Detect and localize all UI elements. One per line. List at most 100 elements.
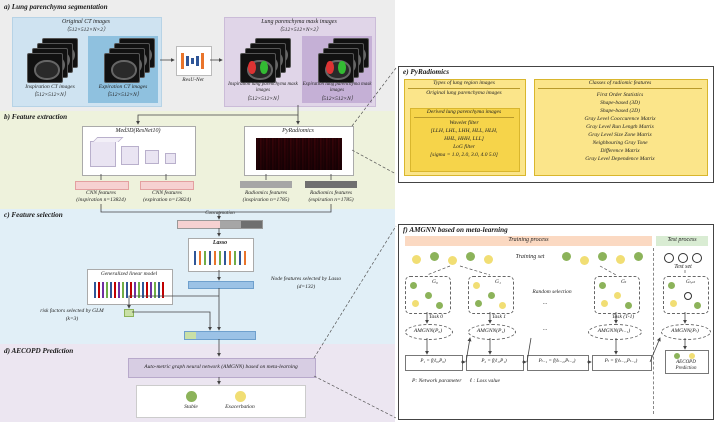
task0-label: Task 0	[429, 314, 444, 320]
mask-images-title: Lung parenchyma mask images	[261, 19, 337, 25]
amgnn-label: Auto-metric graph neural network (AMGNN)…	[144, 364, 298, 370]
param-p1: P₁ = f(ℓ₀,P₀)	[420, 359, 446, 364]
random-selection-label: Random selection	[532, 289, 572, 295]
section-title-f: f) AMGNN based on meta-learning	[403, 226, 508, 234]
risk-factor-bar	[124, 309, 134, 317]
derived-divider	[414, 117, 514, 118]
inspiration-ct-dim: （512×512×N）	[30, 92, 70, 98]
gt-label: Gₜ	[621, 279, 627, 285]
feature-classes-box	[534, 79, 708, 176]
aecopd-label: AECOPD	[676, 360, 696, 365]
inspiration-mask-dim: （512×512×N）	[243, 96, 283, 102]
resunet-label: ResU-Net	[182, 77, 204, 83]
risk-factors-label: risk factors selected by GLM	[40, 308, 104, 314]
inspiration-ct-label: Inspiration CT images	[25, 84, 75, 90]
amgnn-box	[128, 358, 316, 378]
amgnn-ptest-label: AMGNN(Pₜ)	[671, 328, 699, 334]
amgnn-p1-label: AMGNN(P₁)	[476, 328, 506, 334]
aecopd-stable-node	[674, 353, 680, 359]
training-process-bar	[405, 236, 652, 246]
feature-class-item: Neighbouring Gray Tone	[592, 140, 648, 146]
lasso-bars	[194, 251, 246, 265]
cnn-insp-label: CNN features	[86, 190, 116, 196]
amgnn-step-test	[661, 324, 711, 340]
g0-label: G₀	[432, 279, 438, 285]
gtest-label: Gₜₑₛₜ	[686, 280, 696, 285]
expiration-mask-dim: （512×512×N）	[317, 96, 357, 102]
select-section-bg	[0, 209, 395, 344]
param-pT1: Pₜ₋₁ = f(ℓₜ₋₂,Pₜ₋₂)	[538, 359, 576, 364]
radiomics-heatmap	[256, 138, 342, 170]
feature-class-item: Shape-based (2D)	[600, 108, 640, 114]
g1-label: G₁	[495, 279, 501, 285]
amgnn-step-0	[405, 324, 453, 340]
param-box-T	[592, 355, 652, 371]
rad-exp-bar	[305, 181, 357, 188]
concatenation-label: Concatenation	[205, 211, 235, 216]
cnn-exp-bar	[140, 181, 194, 190]
param-pT: Pₜ = f(ℓₜ₋₁,Pₜ₋₁)	[604, 359, 638, 364]
stable-node	[186, 391, 197, 402]
feature-class-item: Gray Level Run Length Matrix	[586, 124, 654, 130]
image-types-title: Types of lung region images	[433, 80, 495, 86]
expiration-ct-label: Expiration CT images	[98, 84, 148, 90]
cnn-exp-count: (expiration n=13824)	[143, 197, 191, 203]
amgnn-legend: P: Network parameter ℓ : Loss value	[412, 378, 500, 384]
amgnn-pT-label: AMGNN(Pₜ₋₁)	[597, 328, 631, 334]
image-types-divider	[408, 88, 520, 89]
section-title-d: d) AECOPD Prediction	[4, 347, 74, 355]
graph-g0	[405, 276, 451, 314]
aecopd-exacerbation-node	[689, 353, 695, 359]
derived-images-label: Derived lung parenchyma images	[426, 109, 502, 115]
mask-images-dim: （512×512×N×2）	[276, 27, 322, 33]
feature-class-item: Shape-based (3D)	[600, 100, 640, 106]
wavelet-list-1: [LLH, LHL, LHH, HLL, HLH,	[430, 128, 498, 134]
feature-class-item: Difference Matrix	[600, 148, 640, 154]
training-process-label: Training process	[508, 237, 549, 243]
section-title-e: e) PyRadiomics	[403, 68, 450, 76]
amgnn-step-1	[468, 324, 516, 340]
ct-images-dim: （512×512×N×2）	[63, 27, 109, 33]
taskT-label: Task (T-1)	[612, 314, 635, 320]
exacerbation-node	[235, 391, 246, 402]
section-title-a: a) Lung parenchyma segmentation	[4, 3, 108, 11]
graph-ellipsis: ...	[542, 300, 548, 306]
feature-class-item: First Order Statistics	[596, 92, 644, 98]
rad-insp-label: Radiomics features	[244, 190, 288, 196]
wavelet-label: Wavelet filter	[449, 120, 479, 126]
resunet-icon	[176, 46, 212, 76]
amgnn-step-T	[588, 324, 642, 340]
log-filter-label: LoG filter	[453, 144, 475, 150]
ct-images-title: Original CT images	[62, 19, 110, 25]
train-test-divider	[653, 248, 654, 414]
test-set-label: Test set	[674, 264, 692, 270]
graph-gt	[594, 276, 640, 314]
glm-bars	[94, 282, 164, 298]
feature-class-item: Gray Level Dependence Matrix	[585, 156, 655, 162]
aecopd-prediction-label: Prediction	[675, 366, 697, 371]
cnn-exp-label: CNN features	[152, 190, 182, 196]
amgnn-p0-label: AMGNN(P₀)	[413, 328, 443, 334]
test-process-bar	[656, 236, 708, 246]
section-title-b: b) Feature extraction	[4, 113, 68, 121]
risk-factors-dim: (k=3)	[65, 316, 79, 322]
expiration-mask-label: Expiration lung parenchyma mask images	[302, 82, 372, 93]
graph-g1	[468, 276, 514, 314]
rad-insp-bar	[240, 181, 292, 188]
derived-images-box	[410, 108, 520, 172]
original-images-label: Original lung parenchyma images	[426, 90, 502, 96]
feature-class-item: Gray Level Cooccurence Matrix	[584, 116, 656, 122]
feature-classes-title: Classes of radiomic features	[588, 80, 652, 86]
test-process-label: Test process	[667, 237, 697, 243]
node-features-label: Node features selected by Lasso	[270, 276, 342, 282]
node-feature-bar	[188, 281, 254, 289]
inspiration-mask-label: Inspiration lung parenchyma mask images	[228, 82, 298, 93]
aecopd-prediction-box	[665, 350, 709, 374]
concat-feature-bar	[177, 220, 263, 229]
cnn-insp-bar	[75, 181, 129, 190]
cnn-insp-count: (inspiration n=13824)	[76, 197, 126, 203]
task1-label: Task 1	[492, 314, 507, 320]
expiration-ct-dim: （512×512×N）	[103, 92, 143, 98]
